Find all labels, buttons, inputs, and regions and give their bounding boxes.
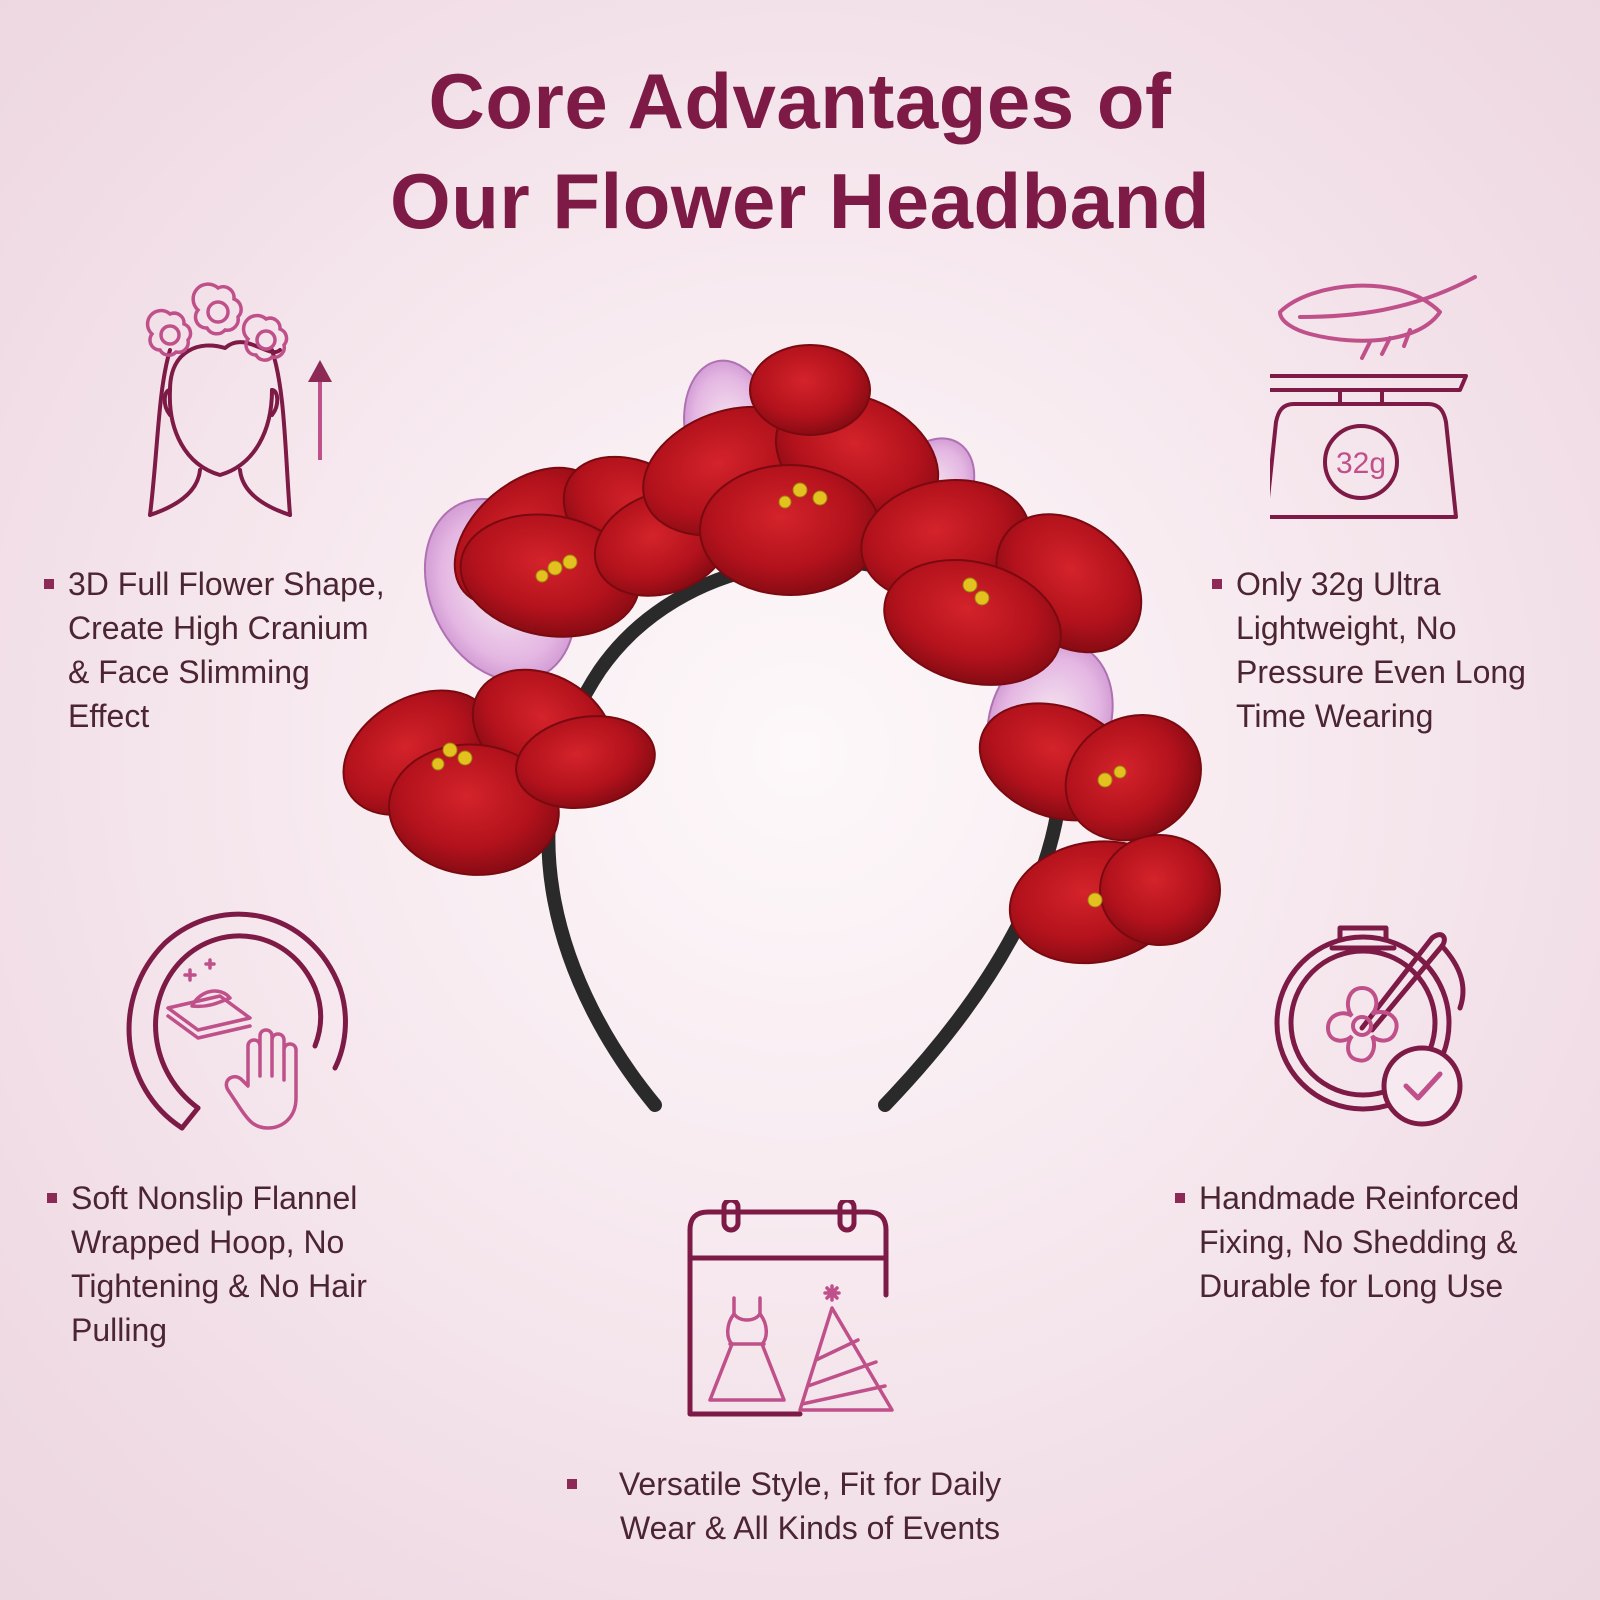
flower-crown-head-icon <box>145 282 332 517</box>
feature-flannel: Soft Nonslip Flannel Wrapped Hoop, No Ti… <box>47 1176 367 1352</box>
feature-text-line: & Face Slimming <box>68 654 310 690</box>
feature-versatile: Versatile Style, Fit for Daily Wear & Al… <box>567 1462 1030 1550</box>
feather-scale-icon: 32g <box>1270 275 1477 519</box>
bullet-marker <box>47 1193 57 1203</box>
bullet-marker <box>1212 579 1222 589</box>
feature-text-line: Wrapped Hoop, No <box>71 1224 345 1260</box>
page-title-line-1: Core Advantages of <box>428 57 1172 145</box>
bullet-marker <box>44 579 54 589</box>
embroidery-hoop-check-icon <box>1274 925 1466 1127</box>
feature-text-line: Lightweight, No <box>1236 610 1457 646</box>
red-flower <box>978 702 1221 965</box>
feature-text-line: Fixing, No Shedding & <box>1199 1224 1518 1260</box>
feature-lightweight: Only 32g Ultra Lightweight, No Pressure … <box>1212 562 1526 738</box>
feature-text-line: Tightening & No Hair <box>71 1268 367 1304</box>
feature-text-line: Wear & All Kinds of Events <box>619 1510 1001 1546</box>
feature-text-line: Pressure Even Long <box>1236 654 1526 690</box>
feature-text-line: Durable for Long Use <box>1199 1268 1504 1304</box>
red-flower <box>342 668 656 876</box>
soft-hoop-hand-icon <box>126 911 348 1131</box>
feature-text-line: Handmade Reinforced <box>1199 1180 1520 1216</box>
feature-text-line: Effect <box>68 698 150 734</box>
feature-handmade: Handmade Reinforced Fixing, No Shedding … <box>1175 1176 1520 1308</box>
feature-text-line: Create High Cranium <box>68 610 369 646</box>
red-flower <box>860 478 1143 686</box>
feature-flower-shape: 3D Full Flower Shape, Create High Craniu… <box>44 562 385 738</box>
feature-text-line: Soft Nonslip Flannel <box>71 1180 358 1216</box>
bullet-marker <box>567 1479 577 1489</box>
page-title-line-2: Our Flower Headband <box>390 157 1210 245</box>
feature-text-line: Versatile Style, Fit for Daily <box>618 1466 1002 1502</box>
calendar-dress-party-hat-icon <box>687 1200 894 1417</box>
red-flower <box>642 344 940 596</box>
bullet-marker <box>1175 1193 1185 1203</box>
feature-text-line: Pulling <box>71 1312 168 1348</box>
feature-text-line: Time Wearing <box>1236 698 1434 734</box>
feature-text-line: 3D Full Flower Shape, <box>68 566 385 602</box>
scale-reading: 32g <box>1336 447 1386 480</box>
feature-text-line: Only 32g Ultra <box>1236 566 1441 602</box>
flower-headband-image <box>342 344 1221 1112</box>
